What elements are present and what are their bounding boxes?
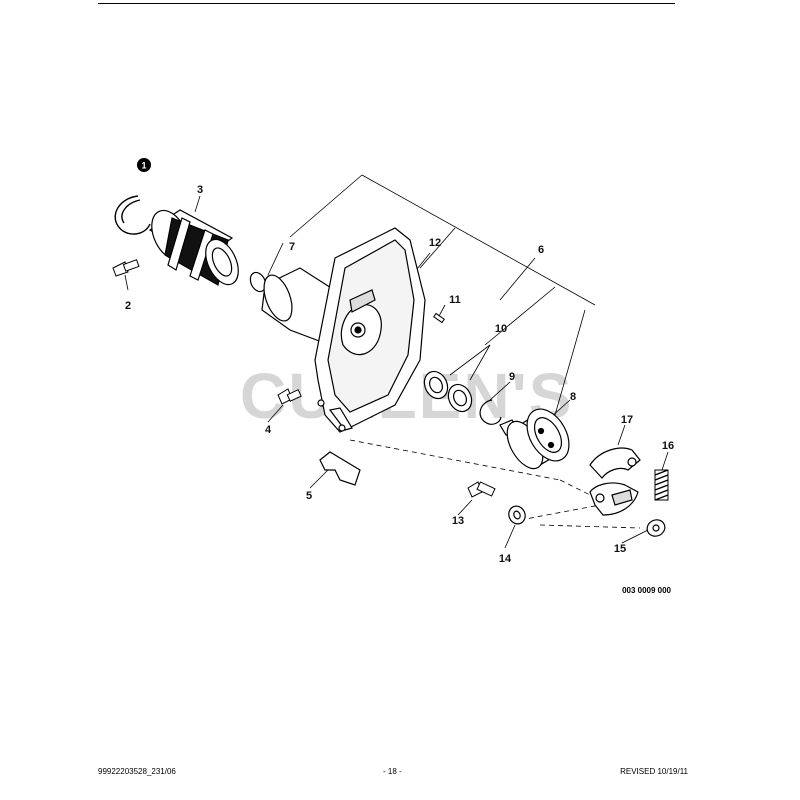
part-4-screw <box>277 388 302 405</box>
label-part-7: 7 <box>289 241 295 253</box>
label-part-9: 9 <box>509 371 515 383</box>
part-3-coupling <box>148 209 239 286</box>
label-part-16: 16 <box>662 440 674 452</box>
label-part-12: 12 <box>429 237 441 249</box>
label-part-3: 3 <box>197 184 203 196</box>
label-part-5: 5 <box>306 490 312 502</box>
label-part-13: 13 <box>452 515 464 527</box>
part-17-clutch-shoes <box>589 447 641 516</box>
part-5-bracket <box>319 451 361 486</box>
footer-page-number: - 18 - <box>383 767 402 776</box>
part-13-bolt <box>467 481 496 498</box>
part-10-bearings <box>423 370 473 413</box>
label-part-14: 14 <box>499 553 512 565</box>
leader-lines <box>124 174 669 549</box>
part-14-washer <box>508 505 526 525</box>
note-1-marker: 1 <box>137 158 151 172</box>
footer-document-number: 99922203528_231/06 <box>98 767 176 776</box>
label-part-17: 17 <box>621 414 633 426</box>
part-1-snap-ring <box>114 195 151 235</box>
label-part-8: 8 <box>570 391 576 403</box>
svg-text:1: 1 <box>141 161 146 171</box>
part-16-spring <box>654 469 669 501</box>
part-7-snap-ring <box>249 271 267 293</box>
part-12-clutch-housing <box>261 227 426 433</box>
label-part-15: 15 <box>614 543 626 555</box>
part-15-washer <box>646 519 666 537</box>
top-rule <box>98 3 675 4</box>
label-part-4: 4 <box>265 424 272 436</box>
diagram-reference-number: 003 0009 000 <box>622 586 671 595</box>
part-8-clutch-drum <box>499 408 570 470</box>
label-part-10: 10 <box>495 323 507 335</box>
part-11-pin <box>433 312 445 324</box>
label-part-6: 6 <box>538 244 544 256</box>
footer-revision-date: REVISED 10/19/11 <box>620 767 688 776</box>
part-9-snap-ring <box>479 399 502 425</box>
part-2-screw <box>112 259 140 277</box>
label-part-11: 11 <box>449 294 461 306</box>
label-part-2: 2 <box>125 300 131 312</box>
